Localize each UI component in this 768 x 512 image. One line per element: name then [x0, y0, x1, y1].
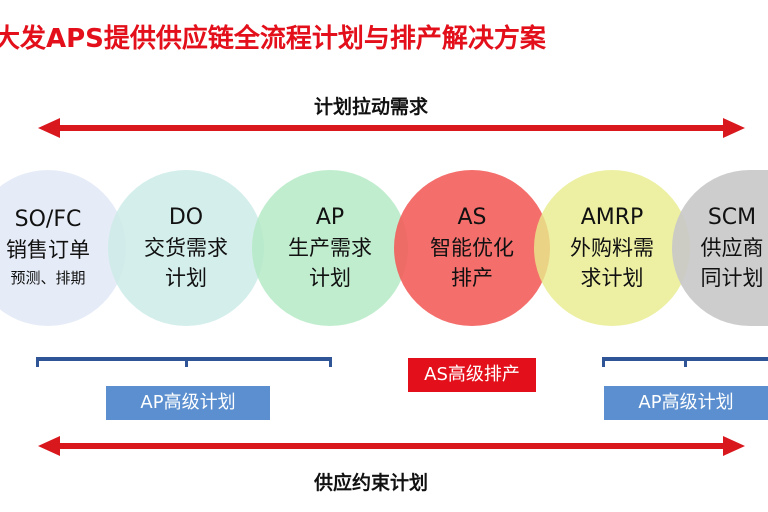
left-bracket: [36, 357, 332, 367]
circle-as: AS 智能优化 排产: [394, 170, 550, 326]
circle-line: 求计划: [580, 266, 644, 290]
circle-title: AMRP: [580, 205, 644, 230]
circle-subtitle: 预测、排期: [10, 269, 86, 287]
right-bracket: [602, 357, 768, 367]
circle-so-fc: SO/FC 销售订单 预测、排期: [0, 170, 126, 326]
circle-line: 计划: [309, 266, 351, 290]
circle-line: 智能优化: [430, 236, 514, 260]
circle-line: 同计划: [700, 266, 764, 290]
circle-title: AP: [315, 205, 345, 230]
circle-title: AS: [457, 205, 487, 230]
bottom-arrow-shaft: [54, 443, 730, 449]
circle-ap: AP 生产需求 计划: [252, 170, 408, 326]
circle-line: 计划: [165, 266, 207, 290]
circle-do: DO 交货需求 计划: [108, 170, 264, 326]
circle-line: 生产需求: [288, 236, 372, 260]
ap-advanced-planning-box-right: AP高级计划: [604, 386, 768, 420]
bottom-arrow-head-left: [38, 436, 60, 456]
bottom-flow-label: 供应约束计划: [314, 472, 429, 494]
as-advanced-scheduling-box: AS高级排产: [408, 358, 536, 392]
top-flow-label: 计划拉动需求: [314, 96, 429, 118]
bottom-flow-arrow: [38, 436, 745, 456]
page-title: 大发APS提供供应链全流程计划与排产解决方案: [0, 24, 546, 54]
circle-title: SCM: [707, 205, 757, 230]
ap-advanced-planning-box-left: AP高级计划: [106, 386, 270, 420]
circle-line: 销售订单: [6, 238, 90, 262]
circle-title: DO: [168, 205, 204, 230]
circle-line: 交货需求: [144, 236, 228, 260]
top-flow-arrow: [38, 118, 745, 138]
circle-amrp: AMRP 外购料需 求计划: [534, 170, 690, 326]
circle-line: 供应商: [700, 236, 764, 260]
circle-line: 外购料需: [570, 236, 654, 260]
top-arrow-shaft: [54, 125, 730, 131]
circle-title: SO/FC: [14, 207, 82, 232]
bottom-arrow-head-right: [723, 436, 745, 456]
top-arrow-head-left: [38, 118, 60, 138]
top-arrow-head-right: [723, 118, 745, 138]
circle-line: 排产: [451, 266, 493, 290]
